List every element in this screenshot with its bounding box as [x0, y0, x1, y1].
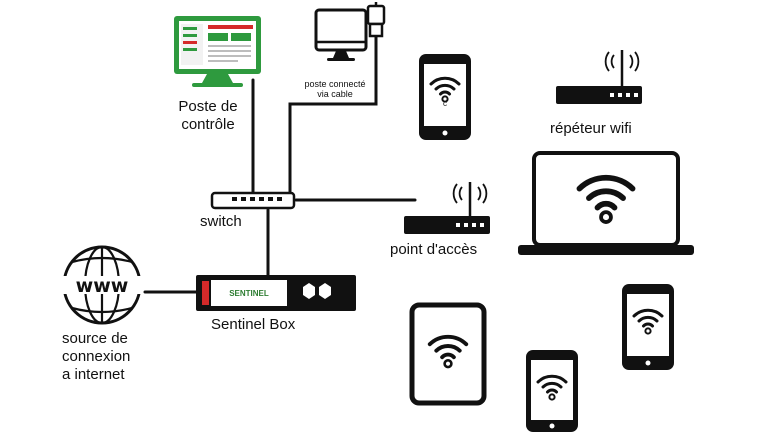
- cable-wired-station-to-switch: [288, 70, 378, 198]
- laptop-icon: [518, 151, 694, 255]
- phone-top-icon: c: [419, 54, 471, 140]
- label-control-station: Poste de contrôle: [168, 98, 248, 134]
- globe-icon: www: [62, 245, 142, 325]
- label-wired-station: poste connecté via cable: [288, 79, 382, 99]
- label-control-station-line2: contrôle: [181, 116, 235, 133]
- ethernet-plug-icon: [366, 2, 386, 72]
- label-wired-station-line2: via cable: [317, 89, 353, 99]
- tablet-icon: [409, 302, 487, 406]
- phone-bottom-icon: [526, 350, 578, 432]
- label-access-point: point d'accès: [390, 241, 478, 258]
- wired-station-monitor-icon: [314, 8, 368, 61]
- switch-icon: [210, 191, 296, 210]
- label-control-station-line1: Poste de: [178, 98, 238, 115]
- phone-right-icon: [622, 284, 674, 370]
- label-wifi-repeater: répéteur wifi: [550, 120, 632, 137]
- label-wired-station-line1: poste connecté: [304, 79, 366, 89]
- phone-top-glyph: c: [443, 99, 447, 108]
- sentinel-logo-text: SENTINEL: [229, 289, 269, 298]
- label-internet-line2: connexion: [62, 348, 131, 365]
- label-internet-line1: source de: [62, 330, 128, 347]
- access-point-icon: [404, 182, 490, 234]
- label-sentinel-box: Sentinel Box: [211, 316, 296, 333]
- label-internet-line3: a internet: [62, 366, 125, 383]
- globe-www-text: www: [76, 275, 129, 297]
- sentinel-box-icon: SENTINEL: [196, 275, 356, 311]
- label-internet-source: source de connexion a internet: [62, 330, 130, 384]
- wifi-repeater-icon: [556, 50, 642, 104]
- control-station-monitor-icon: [174, 16, 261, 87]
- cables: [143, 70, 417, 294]
- label-switch: switch: [200, 213, 242, 230]
